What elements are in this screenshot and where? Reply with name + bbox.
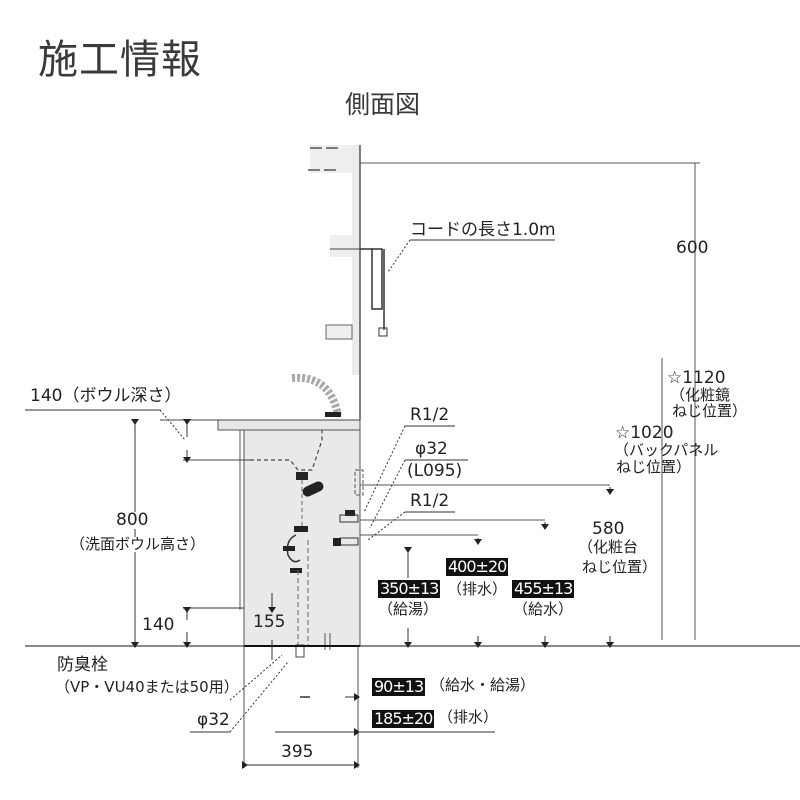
r12-top-label: R1/2 [410,405,450,425]
countertop [217,419,361,431]
l095-label: (L095) [407,461,463,481]
cord-length-label: コードの長さ1.0m [410,220,556,240]
depth-label: 395 [281,742,314,762]
vanity-screw-value: 580 [592,519,625,539]
wash-bowl [250,430,323,471]
drain-offset-desc: （排水） [438,708,499,726]
backpanel-value: ☆1020 [615,423,674,443]
backpanel-desc2: ねじ位置） [616,458,692,476]
mirror-height-label: 600 [676,238,709,258]
r12-bottom-label: R1/2 [410,491,450,511]
hot-water-value: 350±13 [378,579,441,598]
mirror-screw-value: ☆1120 [667,368,726,388]
backpanel-desc1: （バックパネル [614,441,719,459]
drain-trap [283,472,331,658]
drain-offset-value: 185±20 [372,709,435,728]
water-supply-value: 455±13 [512,579,575,598]
phi32-bottom-label: φ32 [197,710,230,730]
supply-offset-desc: （給水・給湯） [430,676,536,694]
mirror-screw-desc1: （化粧鏡 [670,386,731,404]
wall [352,145,360,375]
water-supply-desc: （給水） [513,600,574,618]
mirror-screw-desc2: ねじ位置） [672,402,748,420]
bowl-height-value: 800 [116,510,149,530]
phi32-top-label: φ32 [415,439,448,459]
page-title: 施工情報 [38,37,202,83]
drawing-subtitle: 側面図 [345,90,421,119]
odor-trap-desc: （VP・VU40または50用） [55,678,239,696]
vanity-screw-desc2: ねじ位置） [582,558,658,576]
drain-desc: （排水） [447,580,508,598]
hot-water-desc: （給湯） [378,600,439,618]
faucet [291,373,342,417]
mirror-cabinet [308,145,360,340]
drain-value: 400±20 [446,557,509,576]
bowl-height-desc: （洗面ボウル高さ） [70,535,206,553]
base-height-label: 140 [142,615,175,635]
supply-valves [333,469,364,546]
power-cord [360,248,388,337]
odor-trap-title: 防臭栓 [57,655,108,675]
bowl-depth-label: 140（ボウル深さ） [30,386,182,406]
supply-offset-value: 90±13 [372,677,426,696]
trap-height-label: 155 [253,612,286,632]
vanity-screw-desc1: （化粧台 [578,538,639,556]
